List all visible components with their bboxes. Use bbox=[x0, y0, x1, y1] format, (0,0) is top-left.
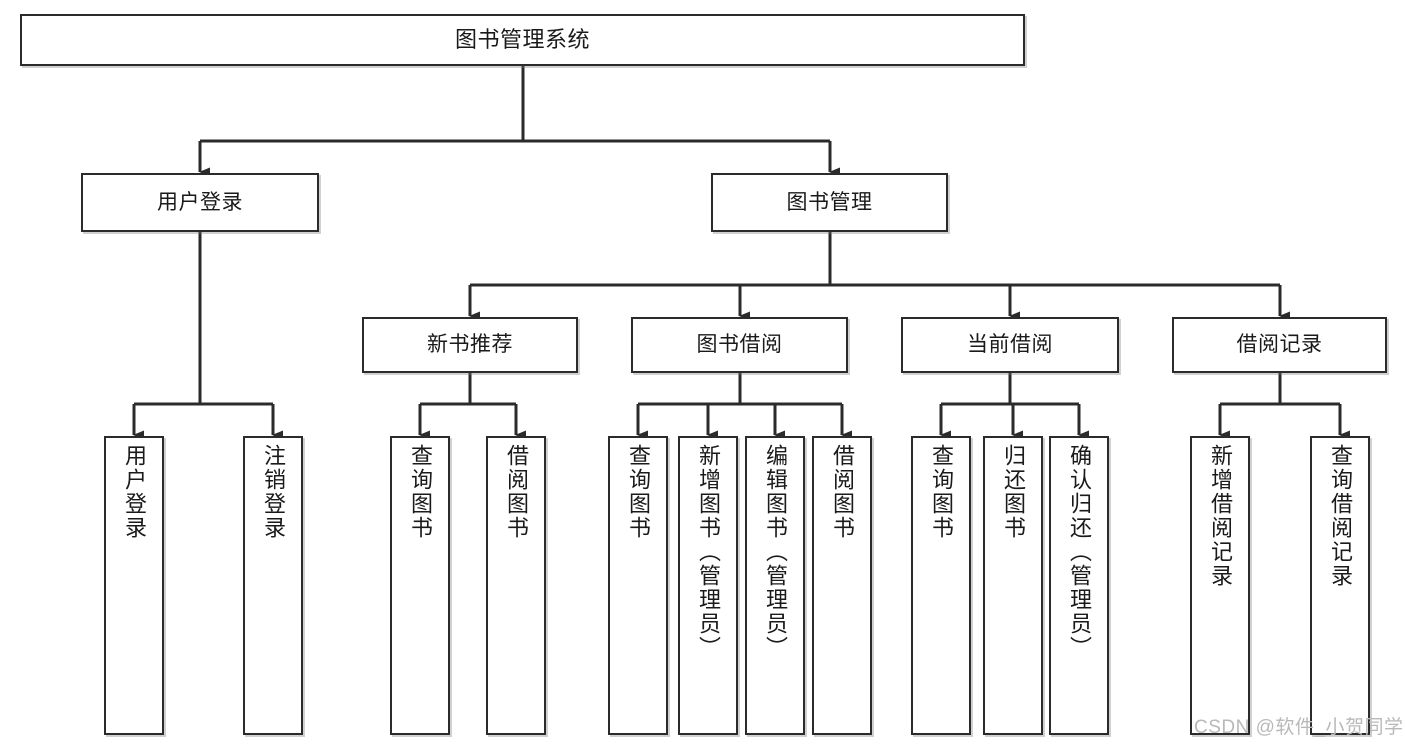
node-label: 新增借阅记录 bbox=[1208, 444, 1233, 588]
node-book-management-system[interactable]: 图书管理系统 bbox=[20, 14, 1025, 66]
node-label: 新书推荐 bbox=[427, 333, 513, 357]
node-label: 查询图书 bbox=[408, 444, 433, 540]
leaf-add-record[interactable]: 新增借阅记录 bbox=[1190, 436, 1250, 735]
node-label: 查询图书 bbox=[626, 444, 651, 540]
node-label: 借阅图书 bbox=[830, 444, 855, 540]
node-label: 借阅图书 bbox=[504, 444, 529, 540]
node-label: 图书借阅 bbox=[696, 333, 783, 357]
leaf-user-login[interactable]: 用户登录 bbox=[104, 436, 164, 735]
node-label: 查询借阅记录 bbox=[1328, 444, 1353, 588]
node-label: 当前借阅 bbox=[967, 333, 1053, 357]
connector-group bbox=[132, 66, 1350, 440]
leaf-borrow-book-1[interactable]: 借阅图书 bbox=[486, 436, 546, 735]
node-new-book-recommend[interactable]: 新书推荐 bbox=[362, 317, 578, 373]
node-label: 编辑图书（管理员） bbox=[763, 444, 788, 660]
leaf-confirm-return[interactable]: 确认归还（管理员） bbox=[1049, 436, 1109, 735]
leaf-logout[interactable]: 注销登录 bbox=[243, 436, 303, 735]
node-label: 查询图书 bbox=[929, 444, 954, 540]
leaf-query-record[interactable]: 查询借阅记录 bbox=[1310, 436, 1370, 735]
node-current-borrow[interactable]: 当前借阅 bbox=[901, 317, 1119, 373]
node-book-borrow[interactable]: 图书借阅 bbox=[631, 317, 848, 373]
node-label: 图书管理 bbox=[786, 190, 873, 214]
node-label: 确认归还（管理员） bbox=[1067, 444, 1092, 660]
leaf-borrow-book-2[interactable]: 借阅图书 bbox=[812, 436, 872, 735]
node-label: 注销登录 bbox=[261, 444, 286, 540]
leaf-query-book-1[interactable]: 查询图书 bbox=[390, 436, 450, 735]
leaf-return-book[interactable]: 归还图书 bbox=[983, 436, 1043, 735]
leaf-add-book[interactable]: 新增图书（管理员） bbox=[678, 436, 738, 735]
node-book-management[interactable]: 图书管理 bbox=[711, 173, 948, 232]
leaf-query-book-2[interactable]: 查询图书 bbox=[608, 436, 668, 735]
node-label: 新增图书（管理员） bbox=[696, 444, 721, 660]
node-label: 用户登录 bbox=[157, 190, 243, 214]
node-borrow-record[interactable]: 借阅记录 bbox=[1172, 317, 1387, 373]
leaf-edit-book[interactable]: 编辑图书（管理员） bbox=[745, 436, 805, 735]
node-label: 归还图书 bbox=[1001, 444, 1026, 540]
csdn-watermark: CSDN @软件_小贺同学 bbox=[1194, 717, 1404, 738]
node-label: 用户登录 bbox=[122, 444, 147, 540]
node-label: 图书管理系统 bbox=[454, 26, 590, 52]
leaf-query-book-3[interactable]: 查询图书 bbox=[911, 436, 971, 735]
node-label: 借阅记录 bbox=[1236, 333, 1323, 357]
node-user-login[interactable]: 用户登录 bbox=[81, 173, 319, 232]
